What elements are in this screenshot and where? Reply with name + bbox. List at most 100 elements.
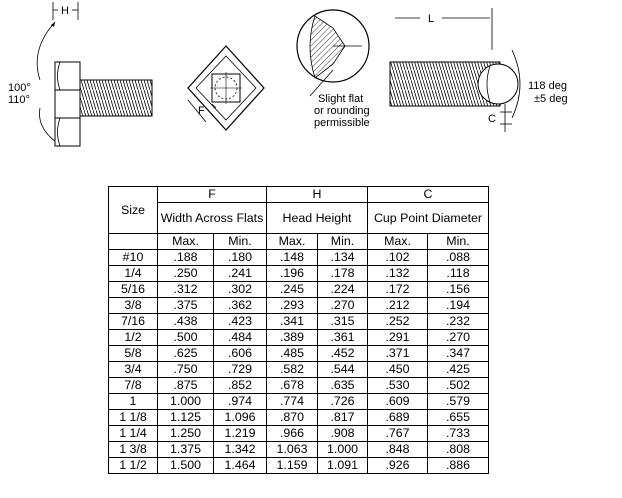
- f-min-cell: .423: [213, 313, 267, 330]
- table-row: 7/8.875.852.678.635.530.502: [108, 377, 489, 394]
- f-max-cell: .750: [157, 361, 214, 378]
- c-min-cell: .156: [427, 281, 489, 298]
- h-min-cell: .361: [317, 329, 368, 346]
- angle-top-label: 100°: [8, 82, 31, 94]
- h-min-cell: .134: [317, 249, 368, 266]
- f-max-cell: .500: [157, 329, 214, 346]
- c-max-cell: .102: [367, 249, 428, 266]
- cup-note-line1: Slight flat: [318, 93, 363, 105]
- c-max-cell: .450: [367, 361, 428, 378]
- f-min-cell: .302: [213, 281, 267, 298]
- size-cell: 1 3/8: [108, 441, 158, 458]
- f-min-header: Min.: [213, 233, 267, 250]
- c-max-cell: .371: [367, 345, 428, 362]
- f-min-cell: 1.219: [213, 425, 267, 442]
- cup-note-line2: or rounding: [314, 105, 370, 117]
- h-min-cell: .544: [317, 361, 368, 378]
- group-h-letter: H: [266, 186, 368, 203]
- h-min-cell: .726: [317, 393, 368, 410]
- f-min-cell: .729: [213, 361, 267, 378]
- square-head-drawing: F: [187, 45, 265, 131]
- c-min-header: Min.: [427, 233, 489, 250]
- h-min-cell: .908: [317, 425, 368, 442]
- f-min-cell: .180: [213, 249, 267, 266]
- size-subheader-blank: [108, 233, 158, 250]
- group-c-letter: C: [367, 186, 489, 203]
- table-row: 7/16.438.423.341.315.252.232: [108, 313, 489, 330]
- c-max-cell: .212: [367, 297, 428, 314]
- dimensions-table: Size F H C Width Across Flats Head Heigh…: [108, 186, 489, 474]
- h-max-cell: .774: [266, 393, 318, 410]
- f-max-cell: .625: [157, 345, 214, 362]
- h-min-cell: .270: [317, 297, 368, 314]
- f-min-cell: .606: [213, 345, 267, 362]
- c-min-cell: .194: [427, 297, 489, 314]
- size-cell: 7/16: [108, 313, 158, 330]
- table-row: 3/4.750.729.582.544.450.425: [108, 361, 489, 378]
- f-min-cell: .852: [213, 377, 267, 394]
- cup-note-line3: permissible: [314, 117, 370, 129]
- table-row: 5/16.312.302.245.224.172.156: [108, 281, 489, 298]
- h-min-cell: .817: [317, 409, 368, 426]
- c-min-cell: .088: [427, 249, 489, 266]
- f-max-cell: .438: [157, 313, 214, 330]
- h-min-cell: .635: [317, 377, 368, 394]
- bolt-diagram: H 100° 110° F Slight flat or roundi: [8, 2, 568, 147]
- f-min-cell: 1.096: [213, 409, 267, 426]
- group-f-title: Width Across Flats: [157, 202, 267, 234]
- c-min-cell: .886: [427, 457, 489, 474]
- c-max-cell: .291: [367, 329, 428, 346]
- size-cell: 3/4: [108, 361, 158, 378]
- f-max-cell: 1.375: [157, 441, 214, 458]
- group-c-title: Cup Point Diameter: [367, 202, 489, 234]
- h-max-cell: 1.063: [266, 441, 318, 458]
- c-min-cell: .425: [427, 361, 489, 378]
- c-min-cell: .347: [427, 345, 489, 362]
- c-max-cell: .252: [367, 313, 428, 330]
- f-max-cell: 1.500: [157, 457, 214, 474]
- h-max-header: Max.: [266, 233, 318, 250]
- h-max-cell: .196: [266, 265, 318, 282]
- f-min-cell: .241: [213, 265, 267, 282]
- f-max-header: Max.: [157, 233, 214, 250]
- set-screw-angle-line1: 118 deg: [528, 80, 567, 92]
- h-dimension-label: H: [61, 5, 69, 17]
- set-screw-angle-line2: ±5 deg: [534, 93, 568, 105]
- table-row: 1/2.500.484.389.361.291.270: [108, 329, 489, 346]
- f-max-cell: .312: [157, 281, 214, 298]
- l-dimension-label: L: [428, 13, 434, 25]
- hex-bolt-drawing: H 100° 110°: [8, 2, 153, 147]
- h-max-cell: .678: [266, 377, 318, 394]
- h-min-cell: 1.000: [317, 441, 368, 458]
- h-min-cell: .315: [317, 313, 368, 330]
- table-row: 3/8.375.362.293.270.212.194: [108, 297, 489, 314]
- size-cell: 1/2: [108, 329, 158, 346]
- f-min-cell: .484: [213, 329, 267, 346]
- f-dimension-label: F: [198, 105, 205, 117]
- c-min-cell: .118: [427, 265, 489, 282]
- c-max-cell: .848: [367, 441, 428, 458]
- h-max-cell: .870: [266, 409, 318, 426]
- f-max-cell: .375: [157, 297, 214, 314]
- f-max-cell: 1.125: [157, 409, 214, 426]
- cup-point-detail: Slight flat or rounding permissible: [296, 9, 370, 129]
- group-h-title: Head Height: [266, 202, 368, 234]
- c-max-cell: .926: [367, 457, 428, 474]
- h-max-cell: .485: [266, 345, 318, 362]
- size-cell: 3/8: [108, 297, 158, 314]
- table-row: 5/8.625.606.485.452.371.347: [108, 345, 489, 362]
- c-min-cell: .579: [427, 393, 489, 410]
- set-screw-drawing: L 118 deg ±5 deg C: [389, 8, 568, 132]
- size-cell: 1/4: [108, 265, 158, 282]
- c-min-cell: .502: [427, 377, 489, 394]
- f-min-cell: 1.464: [213, 457, 267, 474]
- f-max-cell: 1.250: [157, 425, 214, 442]
- h-max-cell: .293: [266, 297, 318, 314]
- c-max-cell: .689: [367, 409, 428, 426]
- table-row: 1/4.250.241.196.178.132.118: [108, 265, 489, 282]
- size-cell: 5/8: [108, 345, 158, 362]
- h-min-cell: .224: [317, 281, 368, 298]
